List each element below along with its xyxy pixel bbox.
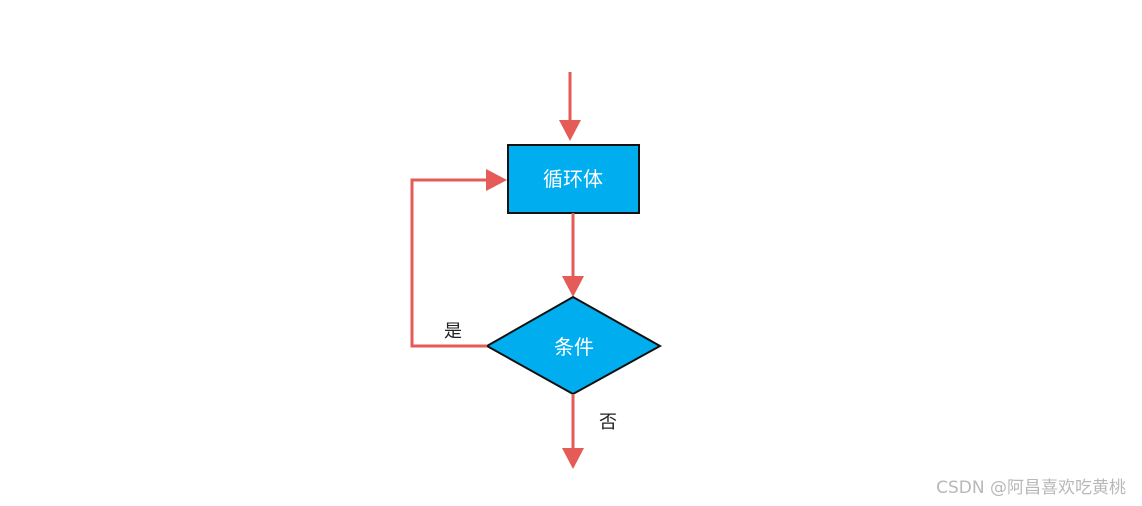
yes-loop-back-arrow — [410, 178, 490, 348]
body-to-condition-arrowhead — [562, 276, 584, 297]
loop-body-label: 循环体 — [543, 167, 603, 191]
no-exit-arrowhead — [562, 448, 584, 469]
yes-loop-back-arrowhead — [486, 169, 507, 191]
condition-label: 条件 — [554, 335, 594, 359]
csdn-watermark: CSDN @阿昌喜欢吃黄桃 — [936, 478, 1126, 498]
yes-label: 是 — [444, 321, 462, 342]
entry-arrowhead — [559, 120, 581, 141]
no-label: 否 — [599, 412, 617, 433]
